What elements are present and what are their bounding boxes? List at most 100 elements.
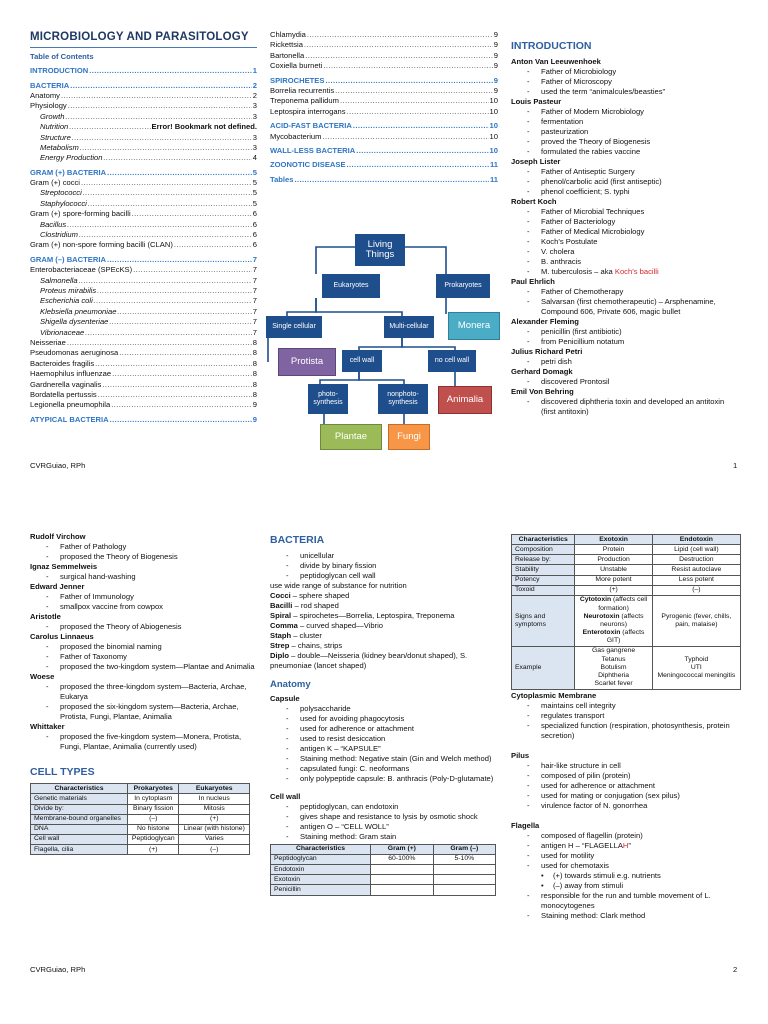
cytoplasmic-membrane-heading: Cytoplasmic Membrane — [511, 690, 597, 700]
person-fact: proved the Theory of Biogenesis — [527, 137, 741, 147]
toc-entry[interactable]: Escherichia coli7 — [30, 296, 257, 306]
node-eukaryotes: Eukaryotes — [322, 274, 380, 298]
person-name: Woese — [30, 672, 55, 682]
toc-entry[interactable]: BACTERIA2 — [30, 81, 257, 91]
toc-entry[interactable]: GRAM (+) BACTERIA5 — [30, 168, 257, 178]
node-plantae: Plantae — [320, 424, 382, 450]
cytoplasmic-membrane-list: maintains cell integrityregulates transp… — [511, 701, 741, 741]
toc-entry[interactable]: Leptospira interrogans10 — [270, 107, 498, 117]
toc-entry[interactable]: ZOONOTIC DISEASE11 — [270, 160, 498, 170]
shape-description: – chains, strips — [289, 641, 343, 650]
person-fact: Father of Bacteriology — [527, 217, 741, 227]
chemotaxis-list: (+) towards stimuli e.g. nutrients(–) aw… — [511, 871, 741, 891]
pilus-fact: composed of pilin (protein) — [527, 771, 741, 781]
toc-entry[interactable]: Neisseriae8 — [30, 338, 257, 348]
introduction-heading: INTRODUCTION — [511, 40, 592, 52]
table-header-cell: Eukaryotes — [178, 783, 250, 795]
toc-entry[interactable]: SPIROCHETES9 — [270, 76, 498, 86]
toc-entry-page: 1 — [252, 66, 257, 76]
toc-entry[interactable]: Gardnerella vaginalis8 — [30, 380, 257, 390]
table-cell: In nucleus — [178, 793, 250, 805]
person-fact: phenol/carbolic acid (first antiseptic) — [527, 177, 741, 187]
pilus-list: hair-like structure in cellcomposed of p… — [511, 761, 741, 811]
toc-entry[interactable]: Shigella dysenteriae7 — [30, 317, 257, 327]
pilus-fact: used for adherence or attachment — [527, 781, 741, 791]
toc-entry-title: Staphylococci — [40, 198, 87, 208]
toc-entry-title: Legionella pneumophila — [30, 400, 111, 410]
toc-entry[interactable]: Chlamydia9 — [270, 30, 498, 40]
toc-entry[interactable]: Salmonella7 — [30, 276, 257, 286]
chemotaxis-item: (–) away from stimuli — [541, 881, 741, 891]
toc-entry[interactable]: Bacillus6 — [30, 220, 257, 230]
toc-leader — [295, 175, 489, 185]
toc-entry[interactable]: Gram (+) non-spore forming bacilli (CLAN… — [30, 240, 257, 250]
toc-leader — [94, 296, 252, 306]
toc-entry[interactable]: Proteus mirabilis7 — [30, 286, 257, 296]
toc-entry[interactable]: Tables11 — [270, 175, 498, 185]
toc-entry[interactable]: Mycobacterium10 — [270, 132, 498, 142]
toc-entry[interactable]: Rickettsia9 — [270, 40, 498, 50]
toc-entry[interactable]: Metabolism3 — [30, 143, 257, 153]
toc-entry[interactable]: Treponema pallidum10 — [270, 96, 498, 106]
toc-leader — [102, 380, 251, 390]
capsule-fact: only polypeptide capsule: B. anthracis (… — [286, 774, 498, 784]
table-cell: Linear (with histone) — [178, 823, 250, 835]
table-cell: DNA — [29, 823, 129, 835]
toc-entry[interactable]: Staphylococci5 — [30, 199, 257, 209]
toc-entry[interactable]: Anatomy2 — [30, 91, 257, 101]
table-cell: Cell wall — [29, 833, 129, 846]
toc-entry[interactable]: Bartonella9 — [270, 51, 498, 61]
toc-entry-title: Tables — [270, 174, 294, 184]
toc-entry[interactable]: Physiology3 — [30, 101, 257, 111]
toc-leader — [322, 132, 488, 142]
table-cell — [370, 864, 434, 876]
toc-entry[interactable]: GRAM (–) BACTERIA7 — [30, 255, 257, 265]
person-fact: Father of Microbiology — [527, 67, 741, 77]
toc-entry[interactable]: Borrelia recurrentis9 — [270, 86, 498, 96]
toc-entry[interactable]: Growth3 — [30, 112, 257, 122]
toc-entry[interactable]: Coxiella burneti9 — [270, 61, 498, 71]
toc-leader — [72, 133, 252, 143]
table-cell: Destruction — [651, 554, 742, 566]
toc-entry-title: BACTERIA — [30, 80, 70, 90]
toc-entry[interactable]: Enterobacteriaceae (SPEcKS)7 — [30, 265, 257, 275]
toc-entry[interactable]: Bacteroides fragilis8 — [30, 359, 257, 369]
toc-entry[interactable]: ATYPICAL BACTERIA9 — [30, 415, 257, 425]
toc-entry-page: 7 — [252, 254, 257, 264]
toc-entry[interactable]: Vibrionaceae7 — [30, 328, 257, 338]
person-fact: Father of Taxonomy — [46, 652, 256, 662]
person-name: Alexander Fleming — [511, 317, 579, 327]
shape-label: Diplo — [270, 651, 289, 661]
toc-entry[interactable]: ACID-FAST BACTERIA10 — [270, 121, 498, 131]
toc-entry[interactable]: WALL-LESS BACTERIA10 — [270, 146, 498, 156]
toc-entry[interactable]: Klebsiella pneumoniae7 — [30, 307, 257, 317]
toc-entry-title: Haemophilus influenzae — [30, 369, 112, 379]
table-cell: In cytoplasm — [127, 793, 180, 805]
shape-description: – cluster — [291, 630, 322, 640]
toc-entry[interactable]: Haemophilus influenzae8 — [30, 369, 257, 379]
toc-entry[interactable]: Clostridium6 — [30, 230, 257, 240]
toc-entry[interactable]: INTRODUCTION1 — [30, 66, 257, 76]
toc-entry[interactable]: Structure3 — [30, 133, 257, 143]
toc-entry[interactable]: Energy Production4 — [30, 153, 257, 163]
toc-entry[interactable]: NutritionError! Bookmark not defined. — [30, 122, 257, 132]
person-fact: used the term “animalcules/beasties” — [527, 87, 741, 97]
toc-entry[interactable]: Pseudomonas aeruginosa8 — [30, 348, 257, 358]
anatomy-heading: Anatomy — [270, 679, 311, 691]
toc-entry[interactable]: Legionella pneumophila9 — [30, 400, 257, 410]
toc-entry-title: Gram (+) cocci — [30, 178, 80, 188]
table-row: Penicillin — [269, 884, 497, 896]
toc-entry[interactable]: Streptococci5 — [30, 188, 257, 198]
toc-entry-title: Growth — [40, 111, 65, 121]
toc-entry[interactable]: Gram (+) spore-forming bacilli6 — [30, 209, 257, 219]
node-living-things: Living Things — [355, 234, 405, 266]
toc-entry[interactable]: Gram (+) cocci5 — [30, 178, 257, 188]
toc-entry[interactable]: Bordatella pertussis8 — [30, 390, 257, 400]
capsule-fact: polysaccharide — [286, 704, 498, 714]
